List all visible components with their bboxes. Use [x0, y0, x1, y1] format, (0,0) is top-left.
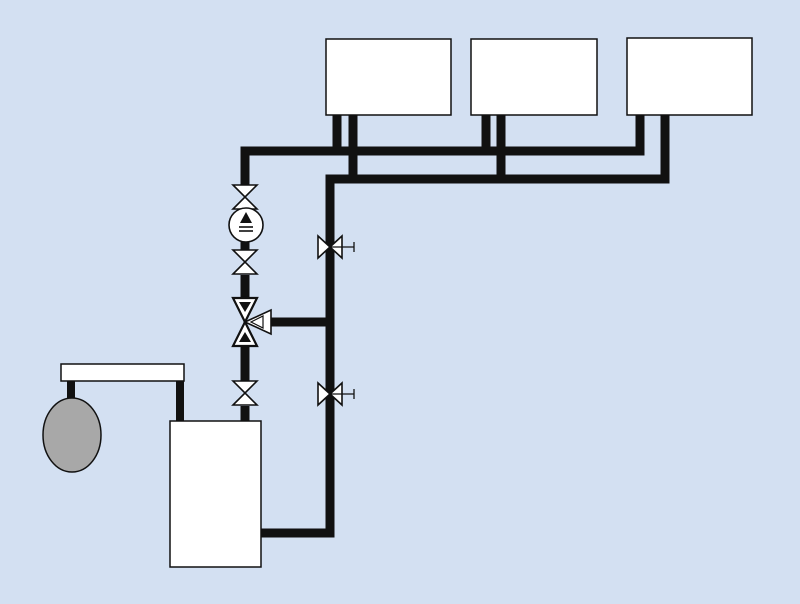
pipes: [67, 114, 670, 538]
isolation-valve-middle: [231, 249, 259, 275]
radiator-2: [470, 38, 598, 116]
balancing-valve-lower: [317, 381, 355, 407]
radiator-1: [325, 38, 452, 116]
mixing-valve-actuator: [249, 315, 264, 329]
expansion-manifold-bar: [60, 363, 185, 382]
balancing-valve-upper: [317, 234, 355, 260]
three-way-mixing-valve: [231, 296, 272, 348]
radiator-3: [626, 37, 753, 116]
pump-arrow-icon: [240, 212, 252, 223]
isolation-valve-bottom: [231, 380, 259, 406]
expansion-vessel: [42, 397, 102, 473]
return-header-pipe: [261, 114, 670, 538]
circulation-pump: [228, 207, 264, 243]
isolation-valve-top: [231, 184, 259, 210]
valve-flow-arrow-bottom: [239, 332, 251, 342]
valve-flow-arrow-top: [239, 302, 251, 312]
flow-header-pipe: [240, 114, 645, 188]
boiler: [169, 420, 262, 568]
